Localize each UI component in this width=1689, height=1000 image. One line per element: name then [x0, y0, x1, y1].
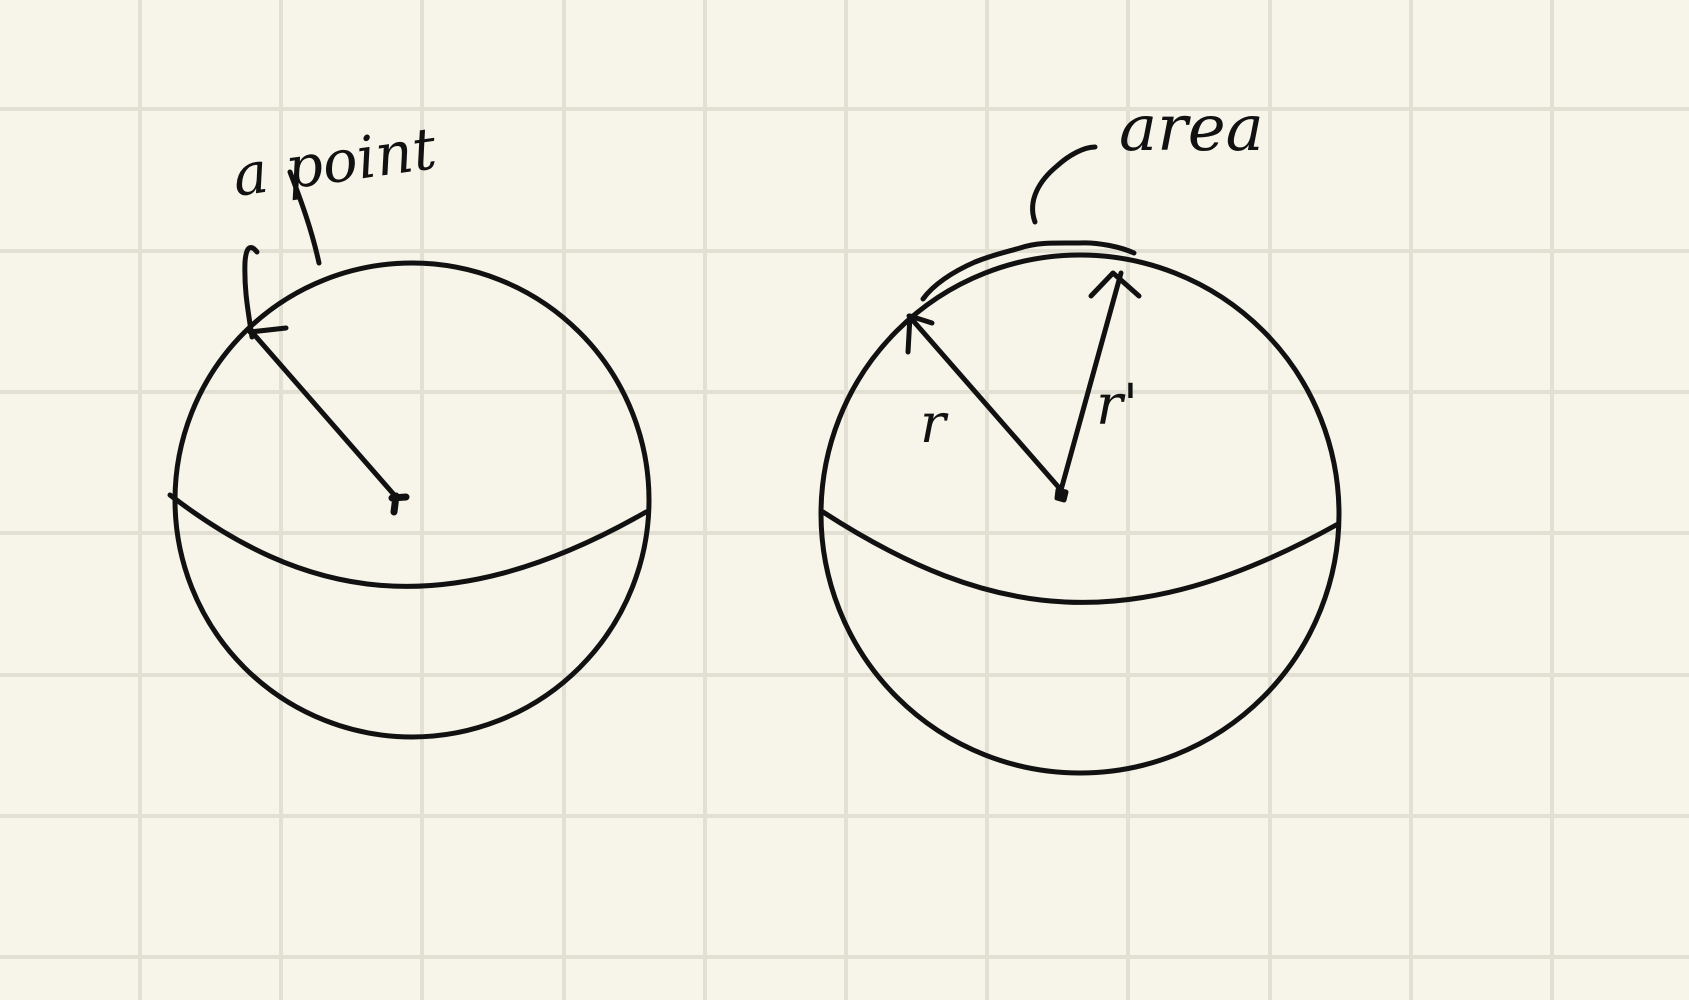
right-r-arrowhead	[905, 313, 935, 355]
right-r-prime-arrowhead	[1088, 270, 1142, 299]
label-layer: a point area r r'	[228, 92, 1263, 455]
left-sphere-equator	[167, 492, 649, 589]
right-sphere-outline	[818, 252, 1342, 776]
left-sphere-outline	[172, 260, 652, 740]
left-point-arrow	[242, 245, 289, 340]
left-point-pointer	[287, 169, 322, 266]
left-sphere-radius-line	[248, 328, 399, 500]
radius-r-prime-label: r'	[1096, 373, 1138, 438]
left-sphere-center-dot	[388, 492, 410, 516]
right-sphere-equator	[820, 509, 1341, 605]
point-label: a point	[228, 114, 440, 210]
area-label: area	[1119, 92, 1264, 166]
right-sphere	[818, 144, 1342, 776]
left-sphere	[167, 169, 652, 740]
right-area-pointer	[1030, 144, 1098, 225]
right-sphere-radius-r	[906, 313, 1064, 493]
right-area-brace	[920, 240, 1137, 302]
radius-r-label: r	[920, 392, 949, 455]
right-sphere-radius-r-prime	[1058, 270, 1124, 493]
right-sphere-center-dot	[1054, 487, 1069, 503]
